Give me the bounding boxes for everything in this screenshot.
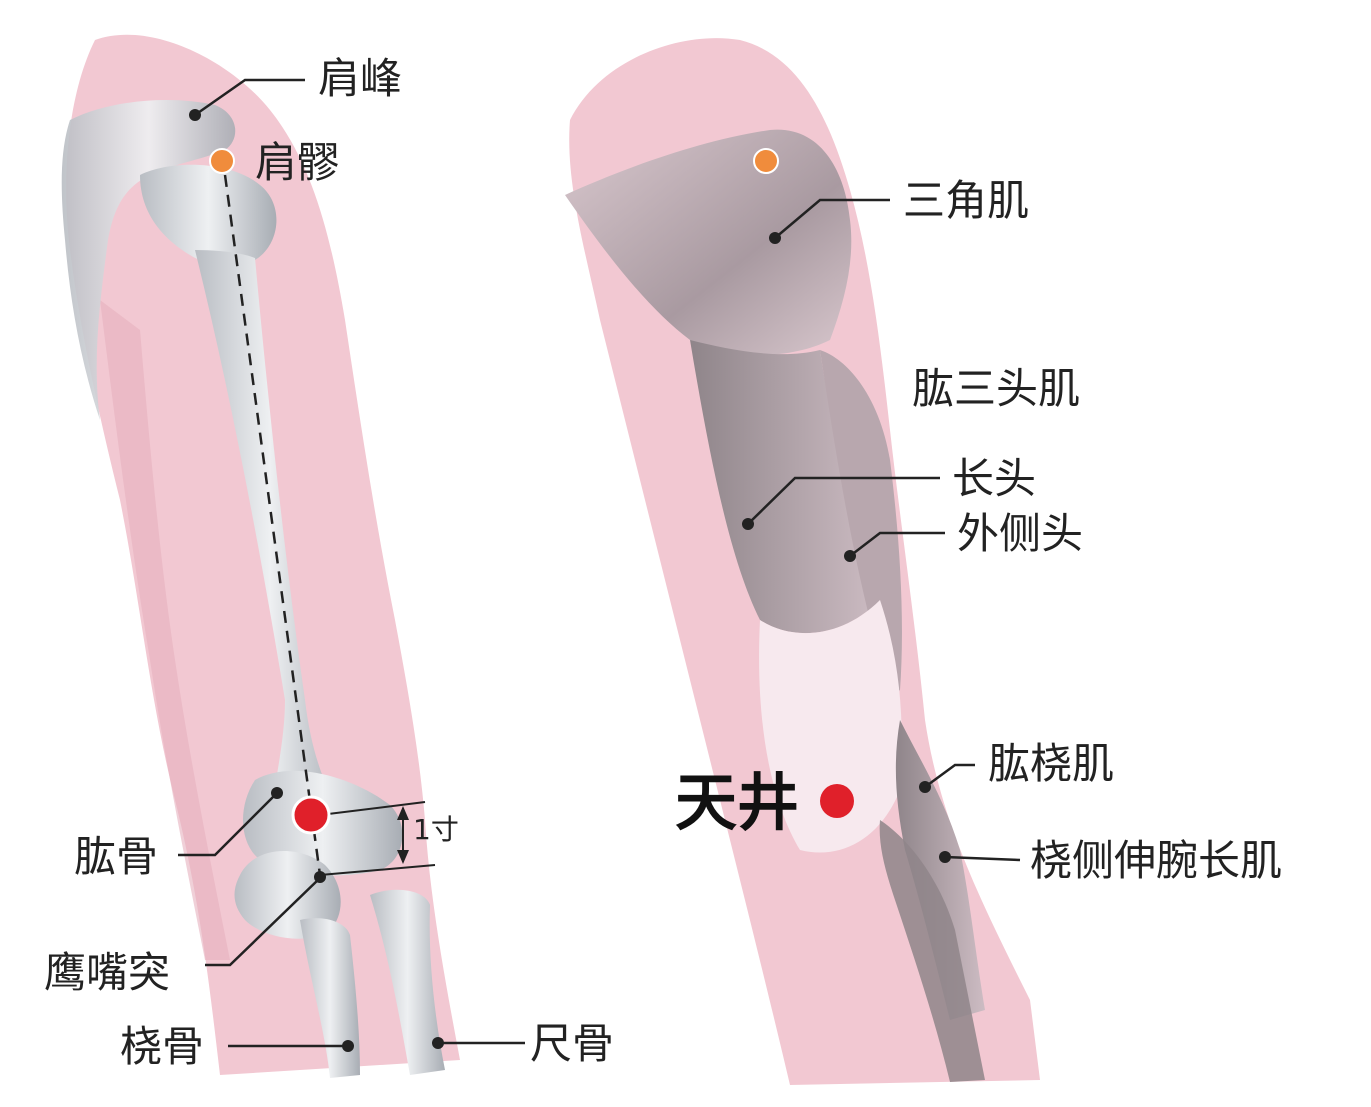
leader-humerus (178, 792, 278, 857)
brachioradialis-dot (919, 781, 931, 793)
tianjing-point-right[interactable] (820, 784, 854, 818)
label-radius: 桡骨 (120, 1022, 205, 1071)
right-arm-figure (565, 38, 1040, 1086)
left-arm-skin-shadow (100, 300, 230, 960)
label-long-head: 长头 (952, 454, 1037, 503)
leader-acromion (194, 78, 305, 117)
acromion-dot (189, 109, 201, 121)
olecranon-bone (234, 851, 341, 939)
deltoid-muscle (565, 129, 852, 355)
label-brachioradialis: 肱桡肌 (988, 739, 1115, 788)
deltoid-orange-point[interactable] (753, 148, 779, 174)
label-lateral-head: 外侧头 (957, 509, 1084, 558)
label-triceps: 肱三头肌 (912, 364, 1081, 413)
reference-dashed-line (223, 174, 322, 876)
measure-line-top (319, 801, 426, 816)
leader-brachioradialis (924, 763, 975, 789)
leader-ecrl (944, 855, 1021, 862)
label-olecranon: 鹰嘴突 (44, 948, 171, 997)
measure-line-bottom (319, 864, 436, 876)
label-one-cun: 1寸 (413, 813, 459, 846)
radius-bone (370, 889, 445, 1075)
leader-olecranon (205, 877, 321, 967)
leader-deltoid (774, 198, 890, 239)
label-humerus: 肱骨 (74, 832, 159, 881)
ecrl-dot (939, 851, 951, 863)
olecranon-dot (314, 871, 326, 883)
measure-arrow-up (397, 806, 409, 820)
ulna-dot (432, 1037, 444, 1049)
leader-lateral-head (849, 531, 945, 557)
deltoid-dot (769, 232, 781, 244)
tianjing-point-left[interactable] (291, 795, 331, 835)
humeral-head (140, 164, 277, 266)
scapula-bone (61, 100, 236, 420)
humerus-shaft (195, 250, 345, 820)
label-deltoid: 三角肌 (903, 176, 1030, 225)
label-tianjing: 天井 (675, 766, 800, 839)
radius-dot (342, 1040, 354, 1052)
ecrl-muscle (879, 820, 985, 1082)
leader-long-head (747, 476, 940, 525)
long-head-dot (742, 518, 754, 530)
humerus-dot (271, 787, 283, 799)
left-arm-figure (61, 34, 525, 1078)
measure-arrow-down (397, 850, 409, 864)
jianliao-point[interactable] (209, 148, 235, 174)
brachioradialis-muscle (895, 720, 985, 1020)
lateral-head-dot (844, 550, 856, 562)
ulna-bone (300, 918, 360, 1078)
label-ecrl: 桡侧伸腕长肌 (1030, 836, 1283, 885)
triceps-tendon (759, 600, 902, 853)
label-acromion: 肩峰 (318, 54, 403, 103)
label-ulna: 尺骨 (530, 1019, 615, 1068)
label-jianliao: 肩髎 (255, 138, 340, 187)
